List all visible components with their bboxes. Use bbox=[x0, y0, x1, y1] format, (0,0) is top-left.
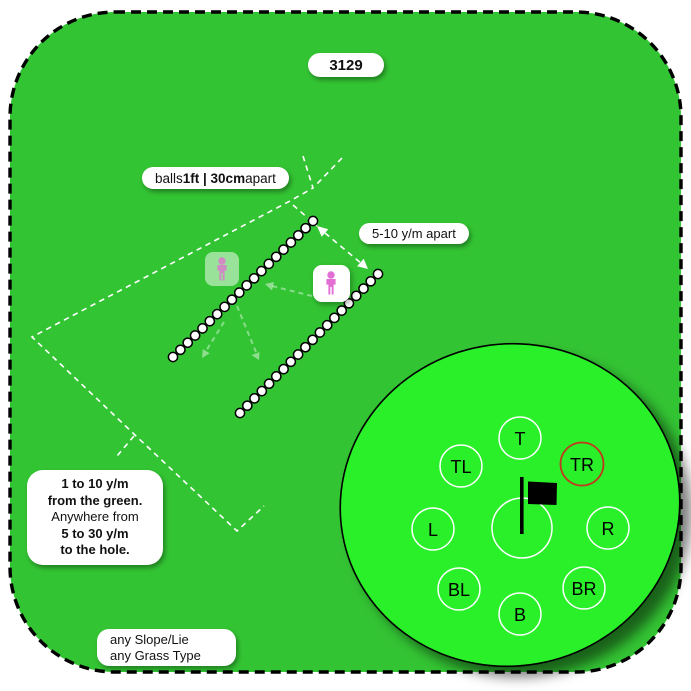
hole-position-R[interactable]: R bbox=[586, 506, 630, 550]
golf-ball bbox=[358, 283, 369, 294]
golf-ball bbox=[321, 319, 333, 331]
golf-ball bbox=[248, 272, 260, 284]
golf-ball bbox=[300, 222, 311, 234]
golf-ball bbox=[307, 334, 318, 346]
golf-ball bbox=[336, 305, 348, 316]
measurement-guides bbox=[30, 155, 368, 533]
golf-ball bbox=[343, 297, 355, 309]
golf-ball bbox=[241, 400, 253, 412]
hole-position-B[interactable]: B bbox=[498, 592, 542, 636]
svg-text:L: L bbox=[428, 520, 438, 540]
golf-ball bbox=[256, 385, 268, 397]
line-spacing-label: 5-10 y/m apart bbox=[359, 223, 469, 244]
golf-ball bbox=[329, 312, 340, 324]
conditions-label: any Slope/Lie any Grass Type bbox=[97, 629, 236, 666]
drill-number-badge: 3129 bbox=[308, 53, 384, 77]
golf-ball bbox=[256, 265, 267, 277]
svg-text:BR: BR bbox=[571, 579, 596, 599]
svg-text:TL: TL bbox=[450, 457, 471, 477]
arrowhead-up-left-icon bbox=[317, 226, 329, 237]
golf-ball bbox=[350, 290, 362, 302]
golf-ball bbox=[270, 371, 282, 382]
svg-text:TR: TR bbox=[570, 455, 594, 475]
hole-position-BR[interactable]: BR bbox=[562, 566, 606, 610]
golf-ball bbox=[234, 407, 246, 419]
golf-ball bbox=[278, 363, 289, 375]
svg-text:B: B bbox=[514, 605, 526, 625]
golf-ball bbox=[263, 258, 275, 270]
flag-icon bbox=[520, 477, 557, 534]
svg-text:BL: BL bbox=[448, 580, 470, 600]
golf-ball bbox=[307, 215, 319, 227]
golf-ball bbox=[292, 229, 304, 241]
ball-line bbox=[167, 215, 319, 363]
golf-ball bbox=[372, 268, 384, 280]
spacing-arrow bbox=[324, 232, 363, 265]
golf-ball bbox=[226, 294, 238, 306]
field-dashed-border bbox=[8, 10, 683, 674]
distance-note: 1 to 10 y/m from the green. Anywhere fro… bbox=[27, 470, 163, 565]
player-ghost bbox=[205, 252, 239, 286]
putting-green: T TL TR L R BL bbox=[339, 342, 681, 668]
golf-ball bbox=[219, 301, 230, 313]
hole-position-TR[interactable]: TR bbox=[559, 441, 605, 487]
golf-ball bbox=[278, 244, 289, 255]
ball-line bbox=[234, 268, 384, 419]
golf-ball bbox=[270, 251, 282, 263]
golf-ball bbox=[211, 308, 223, 320]
golf-ball bbox=[300, 341, 311, 353]
golf-ball bbox=[285, 237, 297, 248]
golf-ball bbox=[189, 330, 201, 341]
hole-position-TL[interactable]: TL bbox=[439, 444, 483, 488]
player bbox=[313, 265, 350, 302]
hole-position-BL[interactable]: BL bbox=[437, 567, 481, 611]
hole-position-T[interactable]: T bbox=[498, 416, 542, 460]
golf-ball bbox=[263, 378, 275, 390]
ball-spacing-label: balls 1ft | 30cm apart bbox=[142, 167, 289, 189]
golf-ball bbox=[167, 351, 179, 363]
golf-ball bbox=[233, 287, 245, 298]
golf-ball bbox=[197, 323, 208, 334]
golf-ball bbox=[175, 344, 186, 356]
hole-position-L[interactable]: L bbox=[411, 507, 455, 551]
golf-ball bbox=[241, 280, 253, 291]
golf-ball bbox=[204, 315, 216, 327]
svg-text:R: R bbox=[602, 519, 615, 539]
golf-ball bbox=[249, 393, 260, 404]
current-hole bbox=[491, 477, 557, 559]
svg-text:T: T bbox=[515, 429, 526, 449]
movement-arrows bbox=[202, 282, 313, 360]
arrowhead-down-right-icon bbox=[357, 258, 368, 269]
golf-ball bbox=[285, 356, 297, 368]
golf-ball bbox=[365, 275, 377, 287]
golf-ball bbox=[292, 349, 304, 360]
golf-ball bbox=[314, 327, 326, 338]
golf-ball bbox=[182, 337, 194, 349]
